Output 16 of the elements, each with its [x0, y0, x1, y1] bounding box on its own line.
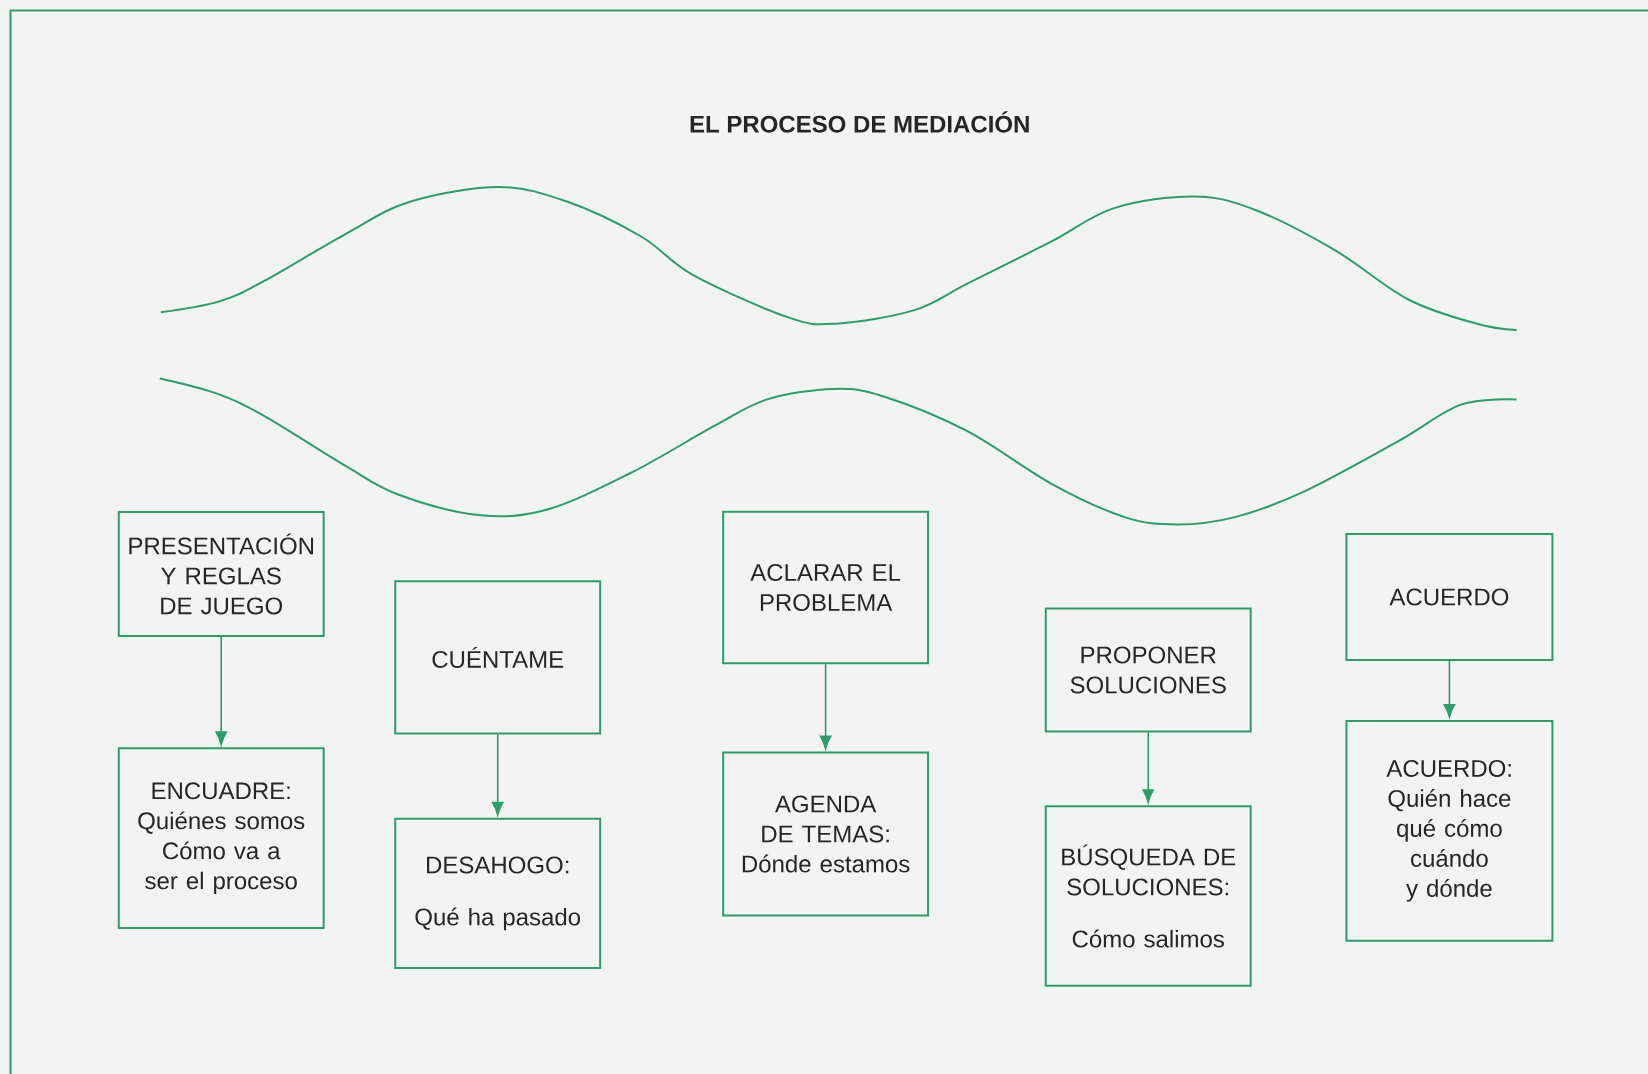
- process-box: AGENDA DE TEMAS: Dónde estamos: [722, 751, 930, 917]
- process-box: ACUERDO: Quién hace qué cómo cuándo y dónde: [1345, 719, 1554, 942]
- process-box: CUÉNTAME: [394, 580, 602, 735]
- process-box: ENCUADRE: Quiénes somos Cómo va a ser el proceso: [117, 747, 325, 930]
- arrow: [819, 663, 832, 750]
- title: EL PROCESO DE MEDIACIÓN: [690, 111, 1029, 133]
- process-box: PROPONER SOLUCIONES: [1044, 607, 1252, 733]
- process-box: PRESENTACIÓN Y REGLAS DE JUEGO: [117, 510, 325, 637]
- process-box: ACUERDO: [1345, 532, 1554, 662]
- arrow: [491, 733, 504, 816]
- arrow: [1443, 660, 1456, 718]
- process-box: DESAHOGO: Qué ha pasado: [394, 817, 602, 969]
- process-box: BÚSQUEDA DE SOLUCIONES: Cómo salimos: [1044, 805, 1252, 987]
- arrow: [1142, 731, 1155, 803]
- process-box: ACLARAR EL PROBLEMA: [722, 510, 930, 665]
- arrow: [215, 636, 228, 746]
